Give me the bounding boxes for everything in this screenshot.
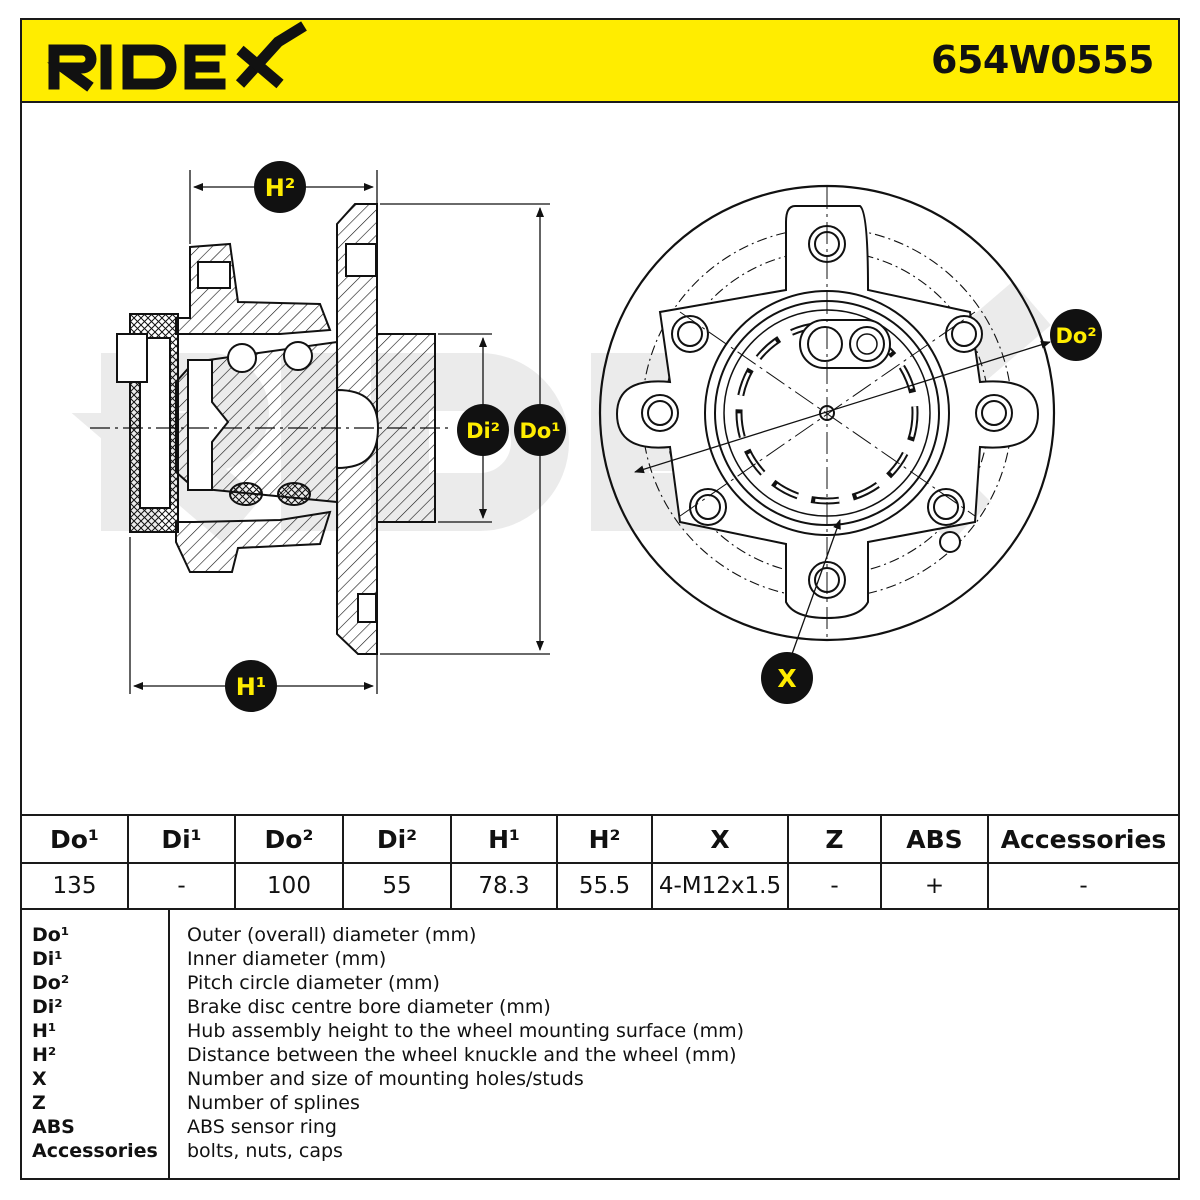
legend-key: H² [32, 1044, 57, 1066]
spec-value-z: - [787, 862, 882, 910]
spec-value-do2: 100 [234, 862, 344, 910]
legend-row: ABS ABS sensor ring [22, 1116, 1178, 1140]
legend-description: Number and size of mounting holes/studs [187, 1068, 584, 1090]
legend-key: X [32, 1068, 47, 1090]
legend-key: H¹ [32, 1020, 57, 1042]
legend-description: Pitch circle diameter (mm) [187, 972, 440, 994]
spec-value-do1: 135 [22, 862, 129, 910]
spec-table-header-row: Do¹ Di¹ Do² Di² H¹ H² X Z ABS Accessorie… [22, 814, 1178, 864]
spec-header-accessories: Accessories [987, 814, 1178, 864]
legend-row: H¹ Hub assembly height to the wheel moun… [22, 1020, 1178, 1044]
legend-description: Distance between the wheel knuckle and t… [187, 1044, 737, 1066]
spec-header-z: Z [787, 814, 882, 864]
legend-row: Accessories bolts, nuts, caps [22, 1140, 1178, 1164]
spec-header-di1: Di¹ [127, 814, 236, 864]
product-sheet: 654W0555 Do¹ Di¹ Do² Di² H¹ H² X Z ABS A… [20, 18, 1180, 1180]
legend-key: Accessories [32, 1140, 158, 1162]
header-bar: 654W0555 [22, 20, 1178, 103]
legend-row: H² Distance between the wheel knuckle an… [22, 1044, 1178, 1068]
spec-header-h1: H¹ [450, 814, 558, 864]
spec-header-x: X [651, 814, 789, 864]
ridex-logo [47, 21, 307, 92]
legend-divider [168, 910, 170, 1180]
legend-row: Z Number of splines [22, 1092, 1178, 1116]
legend-key: Di² [32, 996, 63, 1018]
spec-value-x: 4-M12x1.5 [651, 862, 789, 910]
spec-header-do2: Do² [234, 814, 344, 864]
legend-description: Brake disc centre bore diameter (mm) [187, 996, 551, 1018]
spec-value-h1: 78.3 [450, 862, 558, 910]
spec-value-h2: 55.5 [556, 862, 653, 910]
legend-key: Z [32, 1092, 46, 1114]
spec-header-di2: Di² [342, 814, 452, 864]
legend-description: ABS sensor ring [187, 1116, 337, 1138]
legend-row: Di¹ Inner diameter (mm) [22, 948, 1178, 972]
legend-row: X Number and size of mounting holes/stud… [22, 1068, 1178, 1092]
legend-key: Di¹ [32, 948, 63, 970]
legend-row: Do² Pitch circle diameter (mm) [22, 972, 1178, 996]
spec-table-value-row: 135 - 100 55 78.3 55.5 4-M12x1.5 - + - [22, 862, 1178, 910]
part-number: 654W0555 [931, 38, 1155, 82]
legend-description: Inner diameter (mm) [187, 948, 387, 970]
legend: Do¹ Outer (overall) diameter (mm) Di¹ In… [22, 910, 1178, 1180]
legend-description: Hub assembly height to the wheel mountin… [187, 1020, 745, 1042]
spec-header-do1: Do¹ [22, 814, 129, 864]
spec-value-accessories: - [987, 862, 1178, 910]
spec-value-di1: - [127, 862, 236, 910]
spec-value-abs: + [880, 862, 989, 910]
legend-description: bolts, nuts, caps [187, 1140, 343, 1162]
legend-description: Number of splines [187, 1092, 360, 1114]
legend-key: Do² [32, 972, 70, 994]
legend-key: ABS [32, 1116, 75, 1138]
legend-description: Outer (overall) diameter (mm) [187, 924, 477, 946]
spec-table: Do¹ Di¹ Do² Di² H¹ H² X Z ABS Accessorie… [22, 814, 1178, 910]
spec-header-abs: ABS [880, 814, 989, 864]
legend-key: Do¹ [32, 924, 70, 946]
legend-row: Di² Brake disc centre bore diameter (mm) [22, 996, 1178, 1020]
spec-value-di2: 55 [342, 862, 452, 910]
spec-header-h2: H² [556, 814, 653, 864]
legend-row: Do¹ Outer (overall) diameter (mm) [22, 924, 1178, 948]
